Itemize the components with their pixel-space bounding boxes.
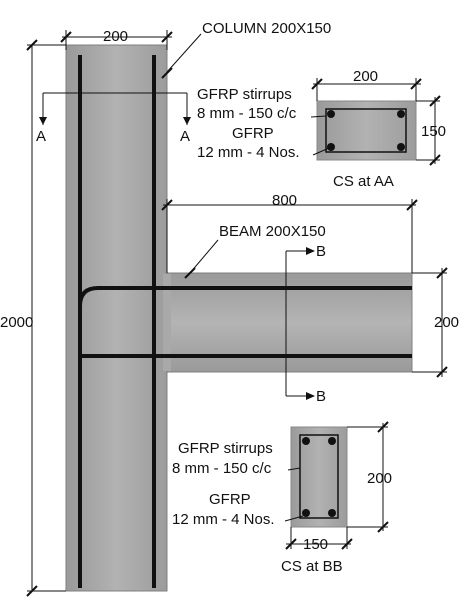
section-bb-bar: [302, 509, 310, 517]
beam-depth-label: 200: [434, 314, 459, 331]
section-bb-depth-label: 200: [367, 470, 392, 487]
section-aa-bars-leader: [312, 147, 330, 156]
section-aa-caption: CS at AA: [333, 173, 394, 190]
column-height-label: 2000: [0, 314, 33, 331]
section-aa-stirrups-label-line1: GFRP stirrups: [197, 86, 292, 103]
section-aa-depth-label: 150: [421, 123, 446, 140]
section-bb-caption: CS at BB: [281, 558, 343, 575]
section-bb-depth-dimension: [347, 421, 389, 533]
column-label-leader: [166, 33, 202, 73]
column-height-dimension: [26, 39, 66, 597]
section-aa-width-label: 200: [353, 68, 378, 85]
column-width-dimension: [60, 30, 173, 50]
section-aa-bar: [397, 143, 405, 151]
section-bb-marker-top: B: [316, 243, 326, 260]
section-aa-drawing: [316, 100, 417, 161]
section-bb-width-dimension: [285, 527, 353, 550]
section-aa-bars-label-line1: GFRP: [232, 125, 274, 142]
section-aa-bar: [327, 110, 335, 118]
section-bb-width-label: 150: [303, 536, 328, 553]
section-bb-bar: [328, 437, 336, 445]
section-aa-width-dimension: [311, 78, 422, 101]
section-bb-stirrups-leader: [287, 467, 301, 471]
section-bb-bars-label-line1: GFRP: [209, 491, 251, 508]
section-bb-cut-line: [285, 250, 308, 397]
section-bb-marker-bottom: B: [316, 388, 326, 405]
beam-top-rebar: [78, 286, 412, 320]
column-width-label: 200: [103, 28, 128, 45]
section-aa-marker-right: A: [180, 128, 190, 145]
reinforcement-bars: [78, 55, 412, 588]
column-label: COLUMN 200X150: [202, 20, 331, 37]
section-aa-concrete: [316, 100, 417, 161]
section-aa-stirrups-label-line2: 8 mm - 150 c/c: [197, 105, 297, 122]
section-aa-marker-left: A: [36, 128, 46, 145]
section-bb-drawing: [290, 426, 348, 528]
column-body: [65, 44, 168, 592]
section-aa-bars-label-line2: 12 mm - 4 Nos.: [197, 144, 300, 161]
section-aa-bar: [397, 110, 405, 118]
section-bb-stirrup: [299, 434, 339, 519]
beam-label: BEAM 200X150: [219, 223, 326, 240]
beam-label-leader: [189, 239, 219, 274]
section-aa-bar: [327, 143, 335, 151]
section-aa-stirrup: [325, 108, 407, 153]
beam-length-label: 800: [272, 192, 297, 209]
section-bb-bar: [328, 509, 336, 517]
section-bb-bars-leader: [284, 515, 304, 522]
section-aa-depth-dimension: [416, 95, 441, 166]
section-bb-bars-label-line2: 12 mm - 4 Nos.: [172, 511, 275, 528]
section-aa-stirrups-leader: [310, 115, 327, 118]
beam-length-dimension: [161, 199, 418, 273]
beam-depth-dimension: [412, 267, 448, 378]
section-bb-bar: [302, 437, 310, 445]
section-bb-stirrups-label-line2: 8 mm - 150 c/c: [172, 460, 272, 477]
section-bb-stirrups-label-line1: GFRP stirrups: [178, 440, 273, 457]
